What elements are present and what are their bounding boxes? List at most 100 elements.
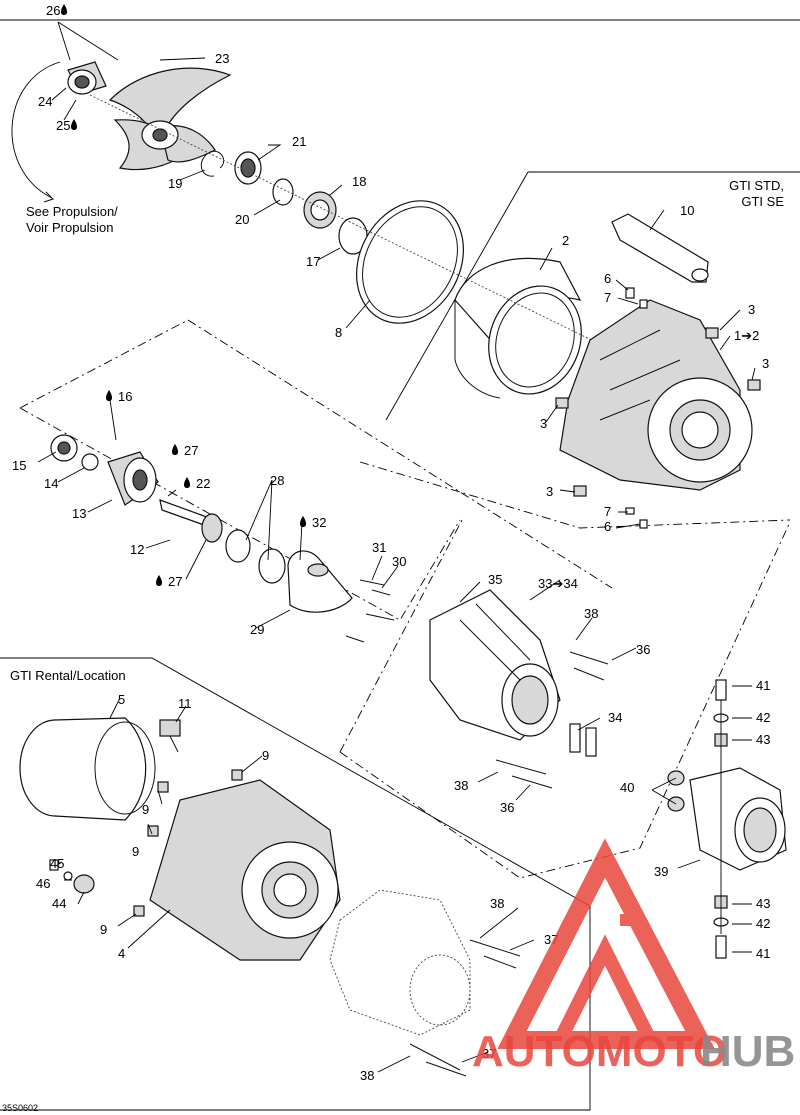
watermark-text-hub: HUB <box>700 1027 795 1076</box>
part-nozzle-39 <box>689 767 787 871</box>
part-label-9: 9 <box>100 922 107 937</box>
part-label-20: 20 <box>235 212 249 227</box>
part-label-19: 19 <box>168 176 182 191</box>
part-support-10 <box>611 213 709 283</box>
part-venturi-dotted <box>329 889 471 1036</box>
part-label-11: 11 <box>178 696 192 711</box>
part-label-9: 9 <box>132 844 139 859</box>
part-venturi <box>429 589 561 741</box>
part-plug-11 <box>159 719 181 753</box>
part-label-36: 36 <box>636 642 650 657</box>
part-bolts-36-lower <box>495 759 553 789</box>
part-label-4: 4 <box>118 946 125 961</box>
part-label-12: 12 <box>130 542 144 557</box>
part-label-2: 2 <box>562 233 569 248</box>
part-bearing-13 <box>107 451 159 506</box>
part-label-15: 15 <box>12 458 26 473</box>
part-oring-14 <box>81 453 99 471</box>
part-label-17: 17 <box>306 254 320 269</box>
part-label-13: 13 <box>72 506 86 521</box>
part-bolts-36-upper <box>569 651 609 681</box>
frame-pump-assembly <box>19 319 791 879</box>
part-label-8: 8 <box>335 325 342 340</box>
part-pump-housing-4 <box>149 779 341 961</box>
part-cap-29 <box>287 550 353 613</box>
part-label-29: 29 <box>250 622 264 637</box>
part-label-42: 42 <box>756 710 770 725</box>
part-screws-30-31 <box>345 579 395 643</box>
part-circlip <box>200 150 225 177</box>
lubricant-drop-icon <box>300 516 306 527</box>
part-bearing-18 <box>303 191 337 229</box>
lubricant-drop-icon <box>61 4 67 15</box>
part-label-9: 9 <box>142 802 149 817</box>
part-label-30: 30 <box>392 554 406 569</box>
lubricant-drop-icon <box>106 390 112 401</box>
part-label-35: 35 <box>488 572 502 587</box>
part-label-27: 27 <box>184 443 198 458</box>
part-label-arrow-33: 33➔34 <box>538 576 578 591</box>
lubricant-drop-icon <box>156 575 162 586</box>
part-label-38: 38 <box>454 778 468 793</box>
part-label-41: 41 <box>756 678 770 693</box>
part-label-38: 38 <box>490 896 504 911</box>
part-label-21: 21 <box>292 134 306 149</box>
propulsion-note-line1: See Propulsion/ <box>26 204 118 219</box>
diagram-code: 35S0602 <box>2 1103 38 1113</box>
part-label-7: 7 <box>604 504 611 519</box>
lubricant-drop-icon <box>184 477 190 488</box>
part-oring-28b <box>258 548 286 584</box>
part-label-46: 46 <box>36 876 50 891</box>
part-bolt-41-bottom <box>715 935 727 959</box>
part-label-22: 22 <box>196 476 210 491</box>
part-label-arrow-1: 1➔2 <box>734 328 759 343</box>
part-fitting-44-46 <box>49 859 95 894</box>
lubricant-drop-icon <box>172 444 178 455</box>
part-label-24: 24 <box>38 94 52 109</box>
part-bushings-34 <box>569 723 597 757</box>
part-seal-15 <box>50 434 78 462</box>
part-label-27: 27 <box>168 574 182 589</box>
part-label-3: 3 <box>540 416 547 431</box>
part-pump-housing <box>559 299 753 491</box>
part-label-34: 34 <box>608 710 622 725</box>
group-label-gti-std: GTI STD, <box>729 178 784 193</box>
part-label-14: 14 <box>44 476 58 491</box>
part-ring-21 <box>234 151 262 185</box>
part-label-43: 43 <box>756 896 770 911</box>
part-wear-ring-5 <box>19 717 156 821</box>
propulsion-arrow <box>11 61 61 199</box>
part-sleeve <box>67 61 107 95</box>
group-label-gti-rental: GTI Rental/Location <box>10 668 126 683</box>
part-label-25: 25 <box>56 118 70 133</box>
part-label-5: 5 <box>118 692 125 707</box>
part-shaft-12 <box>159 499 223 543</box>
watermark-logo <box>497 838 715 1049</box>
part-bolt-top <box>625 287 648 309</box>
watermark-text-automoto: AUTOMOTO <box>472 1027 727 1076</box>
part-label-39: 39 <box>654 864 668 879</box>
part-bolts-37-lower <box>409 1043 467 1077</box>
part-label-3: 3 <box>762 356 769 371</box>
part-label-18: 18 <box>352 174 366 189</box>
part-label-38: 38 <box>360 1068 374 1083</box>
part-impeller <box>108 67 232 171</box>
part-label-36: 36 <box>500 800 514 815</box>
part-label-6: 6 <box>604 519 611 534</box>
part-label-38: 38 <box>584 606 598 621</box>
part-wear-ring-2 <box>454 257 582 399</box>
part-label-9: 9 <box>262 748 269 763</box>
part-plugs-9 <box>133 769 243 917</box>
part-label-16: 16 <box>118 389 132 404</box>
part-label-3: 3 <box>546 484 553 499</box>
part-label-32: 32 <box>312 515 326 530</box>
part-label-3: 3 <box>748 302 755 317</box>
part-oring-20 <box>272 178 294 206</box>
part-label-42: 42 <box>756 916 770 931</box>
part-label-31: 31 <box>372 540 386 555</box>
part-label-6: 6 <box>604 271 611 286</box>
lubricant-drop-icon <box>71 119 77 130</box>
part-label-41: 41 <box>756 946 770 961</box>
part-label-44: 44 <box>52 896 66 911</box>
